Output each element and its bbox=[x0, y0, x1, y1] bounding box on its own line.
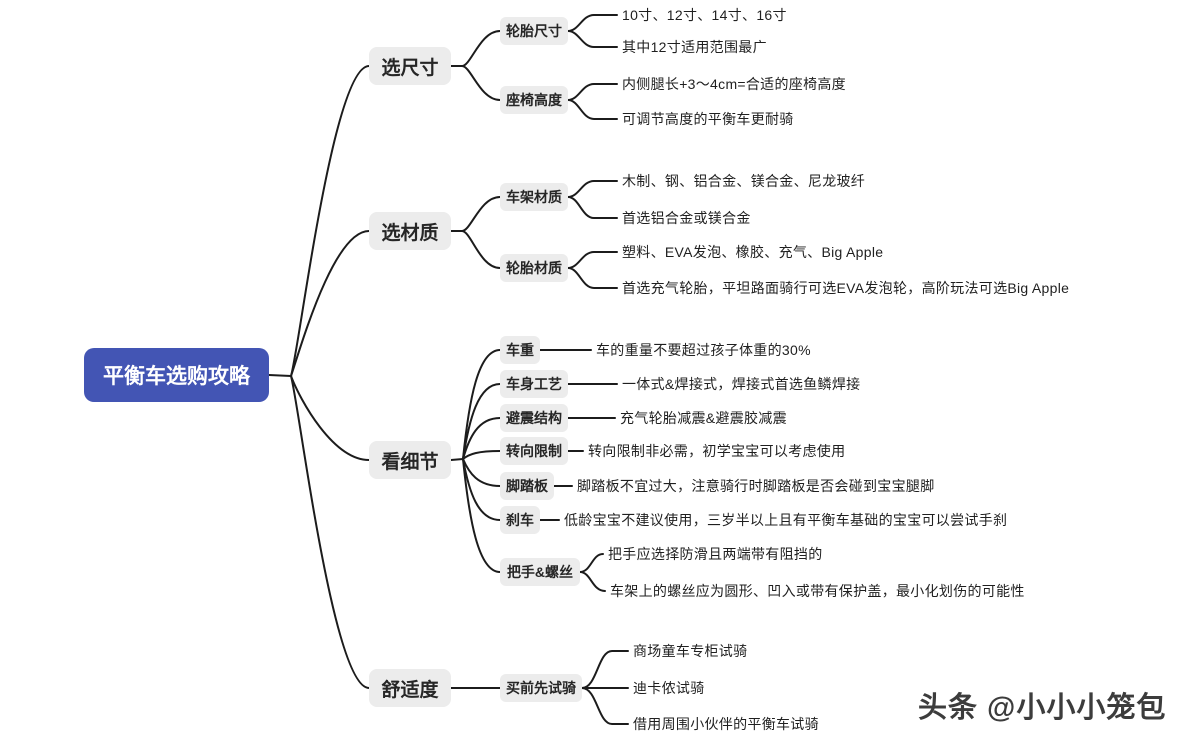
leaf-note: 木制、钢、铝合金、镁合金、尼龙玻纤 bbox=[622, 173, 866, 189]
leaf-note: 车架上的螺丝应为圆形、凹入或带有保护盖，最小化划伤的可能性 bbox=[610, 583, 1025, 599]
branch-check-details: 看细节 bbox=[369, 441, 451, 479]
leaf-note: 可调节高度的平衡车更耐骑 bbox=[622, 111, 794, 127]
subtopic-footboard: 脚踏板 bbox=[500, 472, 554, 500]
branch-comfort: 舒适度 bbox=[369, 669, 451, 707]
leaf-note: 借用周围小伙伴的平衡车试骑 bbox=[633, 716, 819, 732]
subtopic-body-craft: 车身工艺 bbox=[500, 370, 568, 398]
leaf-note: 其中12寸适用范围最广 bbox=[622, 39, 767, 55]
leaf-note: 首选充气轮胎，平坦路面骑行可选EVA发泡轮，高阶玩法可选Big Apple bbox=[622, 280, 1070, 296]
subtopic-test-ride-first: 买前先试骑 bbox=[500, 674, 582, 702]
subtopic-frame-material: 车架材质 bbox=[500, 183, 568, 211]
subtopic-shock-structure: 避震结构 bbox=[500, 404, 568, 432]
branch-choose-size: 选尺寸 bbox=[369, 47, 451, 85]
leaf-note: 商场童车专柜试骑 bbox=[633, 643, 748, 659]
subtopic-bike-weight: 车重 bbox=[500, 336, 540, 364]
subtopic-tire-size: 轮胎尺寸 bbox=[500, 17, 568, 45]
leaf-note: 低龄宝宝不建议使用，三岁半以上且有平衡车基础的宝宝可以尝试手刹 bbox=[564, 512, 1008, 528]
subtopic-brake: 刹车 bbox=[500, 506, 540, 534]
leaf-note: 一体式&焊接式，焊接式首选鱼鳞焊接 bbox=[622, 376, 861, 392]
leaf-note: 车的重量不要超过孩子体重的30% bbox=[596, 342, 811, 358]
subtopic-steering-limit: 转向限制 bbox=[500, 437, 568, 465]
leaf-note: 迪卡侬试骑 bbox=[633, 680, 705, 696]
edges-group bbox=[268, 14, 629, 725]
subtopic-grip-and-screws: 把手&螺丝 bbox=[500, 558, 580, 586]
watermark-author: 头条 @小小小笼包 bbox=[918, 692, 1167, 724]
root-topic: 平衡车选购攻略 bbox=[84, 348, 269, 402]
leaf-note: 内侧腿长+3～4cm=合适的座椅高度 bbox=[622, 76, 846, 92]
leaf-note: 10寸、12寸、14寸、16寸 bbox=[622, 7, 787, 23]
subtopic-seat-height: 座椅高度 bbox=[500, 86, 568, 114]
leaf-note: 首选铝合金或镁合金 bbox=[622, 210, 751, 226]
branch-choose-material: 选材质 bbox=[369, 212, 451, 250]
leaf-note: 塑料、EVA发泡、橡胶、充气、Big Apple bbox=[622, 244, 884, 260]
leaf-note: 把手应选择防滑且两端带有阻挡的 bbox=[608, 546, 823, 562]
leaf-note: 转向限制非必需，初学宝宝可以考虑使用 bbox=[588, 443, 846, 459]
leaf-note: 脚踏板不宜过大，注意骑行时脚踏板是否会碰到宝宝腿脚 bbox=[577, 478, 935, 494]
subtopic-tire-material: 轮胎材质 bbox=[500, 254, 568, 282]
leaf-note: 充气轮胎减震&避震胶减震 bbox=[620, 410, 787, 426]
